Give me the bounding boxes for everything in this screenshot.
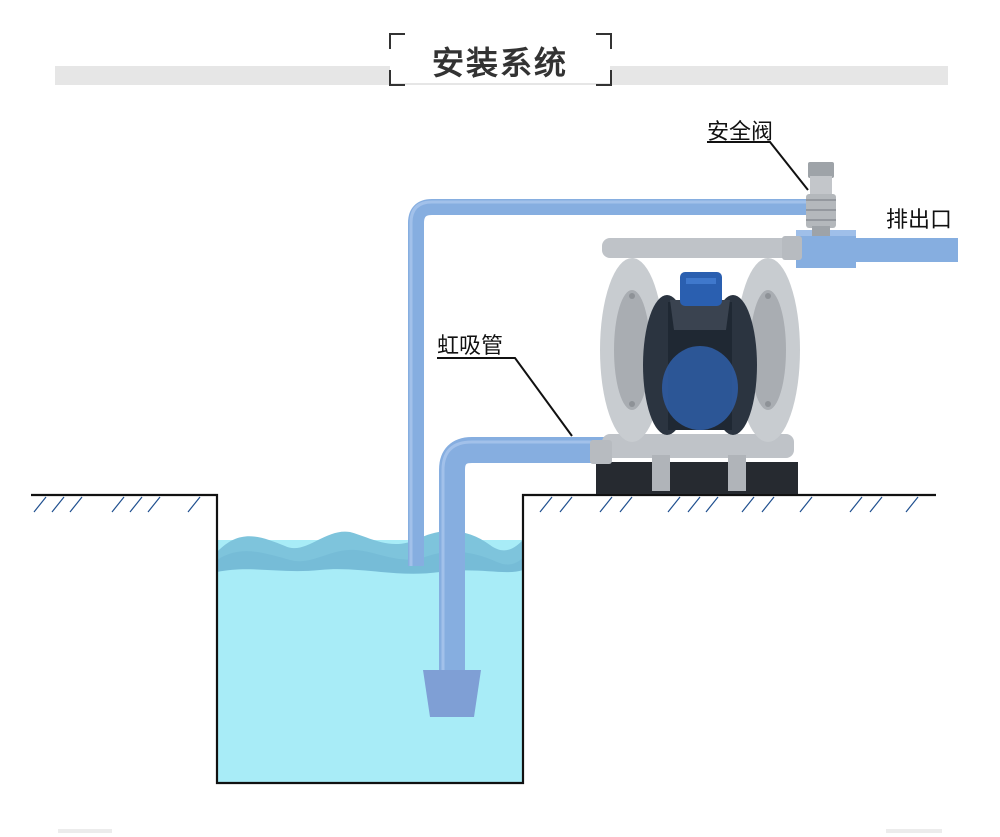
discharge-pipe — [796, 230, 958, 268]
label-safety-valve: 安全阀 — [707, 120, 774, 145]
ground-outline — [31, 493, 936, 785]
leader-lines — [437, 141, 809, 437]
bottom-manifold — [602, 434, 794, 458]
footer-bar-right — [886, 829, 942, 833]
label-siphon-pipe: 虹吸管 — [437, 334, 504, 359]
title-bracket-bottom-left — [389, 70, 405, 86]
return-pipe — [408, 199, 812, 566]
ground — [31, 493, 936, 785]
title-box — [390, 33, 610, 83]
tank — [217, 530, 523, 782]
title-bracket-top-left — [389, 33, 405, 49]
title-bracket-top-right — [596, 33, 612, 49]
label-outlet: 排出口 — [886, 208, 953, 233]
pump-base — [596, 462, 798, 494]
water-wave-front — [217, 569, 523, 600]
top-manifold — [602, 238, 794, 258]
siphon-pipe — [439, 437, 610, 672]
air-motor — [680, 272, 722, 306]
diagram-title: 安装系统 — [431, 44, 568, 82]
leader-siphon-pipe — [437, 357, 573, 437]
diaphragm-pump — [590, 236, 802, 491]
ground-hatching — [33, 496, 919, 513]
footer-bar-left — [58, 829, 112, 833]
leader-safety-valve — [707, 141, 809, 191]
pump-inlet — [590, 440, 612, 464]
title-bracket-bottom-right — [596, 70, 612, 86]
pump-outlet — [782, 236, 802, 260]
strainer — [423, 670, 481, 717]
safety-valve — [806, 162, 836, 236]
